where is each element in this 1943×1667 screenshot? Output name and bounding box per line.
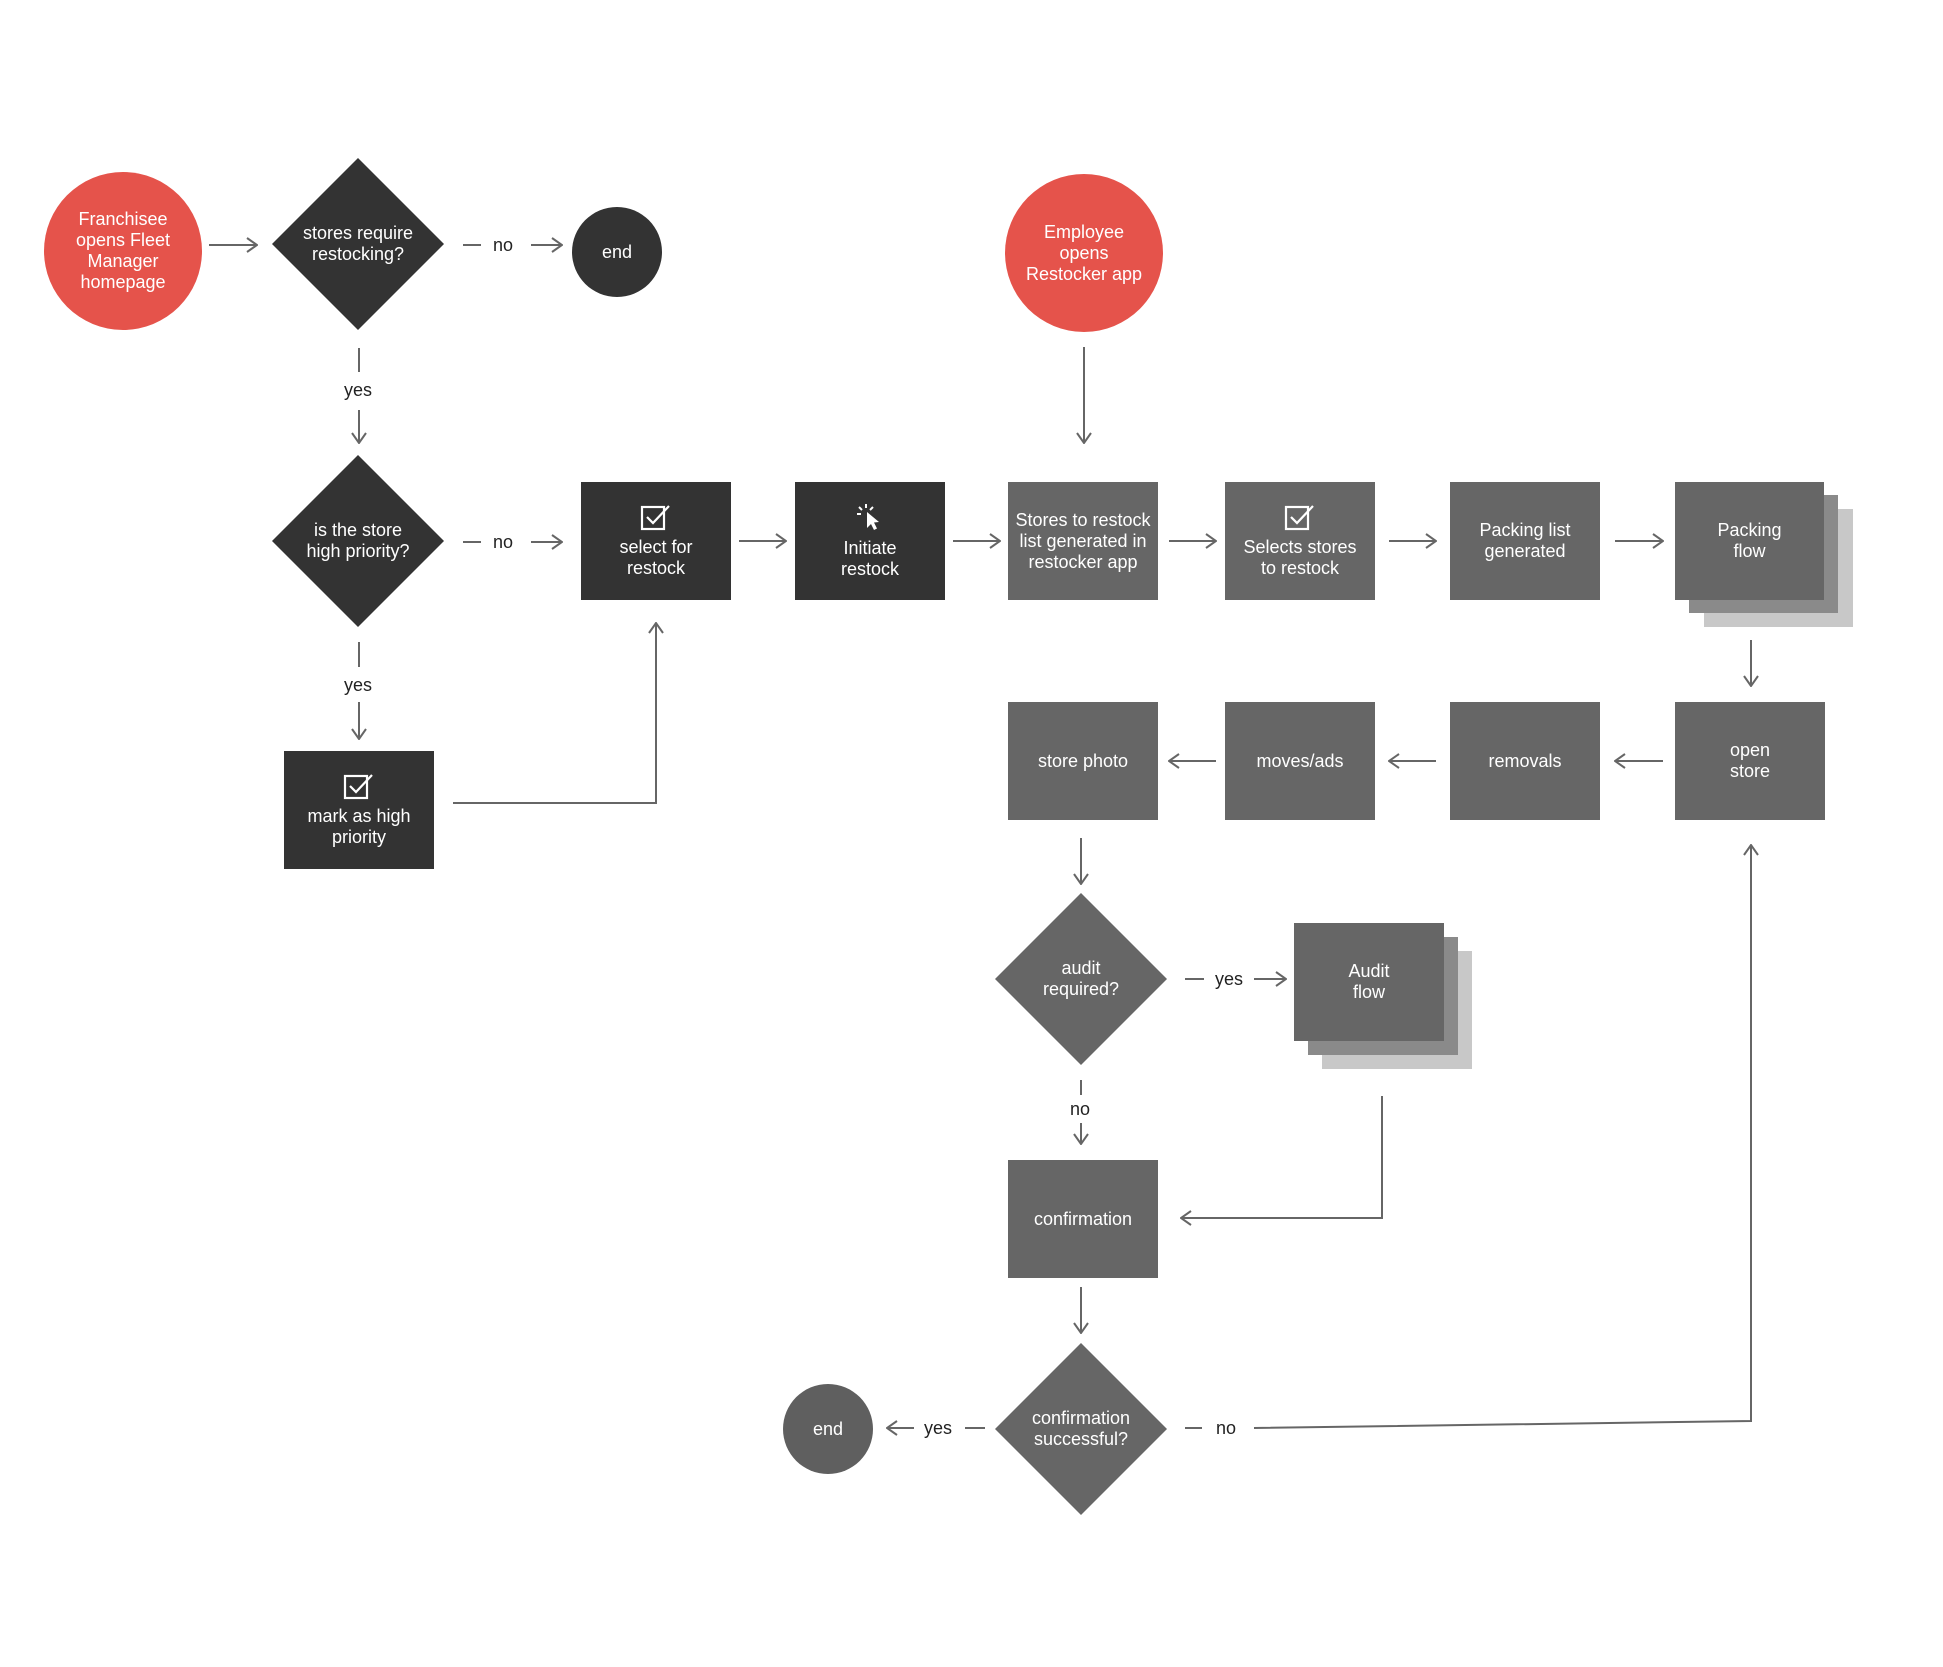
confirmation-label: confirmation [1033,1208,1133,1229]
selects-stores-node: Selects stores to restock [1225,482,1375,600]
end-bottom-node: end [783,1384,873,1474]
open-store-node: open store [1675,702,1825,820]
stores-list-label: Stores to restock list generated in rest… [1015,509,1151,572]
edge-label-confirmation-yes: yes [920,1418,957,1438]
start-employee-node: Employee opens Restocker app [1005,174,1163,332]
select-restock-label: select for restock [619,537,693,578]
packing-list-label: Packing list generated [1479,520,1571,561]
edge-label-audit-no: no [1066,1099,1095,1119]
confirmation-node: confirmation [1008,1160,1158,1278]
edge-label-audit-yes: yes [1211,969,1248,989]
store-photo-label: store photo [1037,750,1129,771]
decision-confirmation-label: confirmation successful? [1031,1408,1131,1449]
decision-confirmation: confirmation successful? [995,1343,1167,1515]
packing-flow-label: Packing flow [1717,520,1782,561]
decision-priority: is the store high priority? [272,455,444,627]
edge-audit-flow-to-confirmation [1181,1096,1383,1218]
end-bottom-label: end [812,1418,844,1439]
packing-list-node: Packing list generated [1450,482,1600,600]
open-store-label: open store [1729,740,1771,781]
packing-flow-node: Packing flow [1675,482,1824,600]
start-franchisee-label: Franchisee opens Fleet Manager homepage [75,209,171,292]
decision-restocking-shape [272,158,444,330]
edge-label-confirmation-no: no [1212,1418,1241,1438]
start-franchisee-node: Franchisee opens Fleet Manager homepage [44,172,202,330]
cursor-click-icon [857,504,879,530]
decision-confirmation-shape [995,1343,1167,1515]
edge-label-restocking-no: no [489,235,518,255]
decision-restocking-label: stores require restocking? [302,223,414,264]
decision-priority-label: is the store high priority? [306,520,410,561]
checkbox-icon [640,505,670,531]
removals-label: removals [1488,750,1562,771]
edge-label-priority-yes: yes [340,675,377,695]
checkbox-icon [343,774,373,800]
audit-flow-node: Audit flow [1294,923,1444,1041]
edge-mark-to-select [453,623,656,804]
edge-label-priority-no: no [489,532,518,552]
start-employee-label: Employee opens Restocker app [1025,221,1143,284]
moves-ads-label: moves/ads [1256,750,1344,771]
removals-node: removals [1450,702,1600,820]
decision-audit-shape [995,893,1167,1065]
select-restock-node: select for restock [581,482,731,600]
edge-label-restocking-yes: yes [340,380,377,400]
audit-flow-label: Audit flow [1348,961,1390,1002]
stores-list-node: Stores to restock list generated in rest… [1008,482,1158,600]
mark-high-priority-label: mark as high priority [307,806,411,847]
checkbox-icon [1284,505,1314,531]
decision-audit: audit required? [995,893,1167,1065]
end-top-node: end [572,207,662,297]
decision-priority-shape [272,455,444,627]
decision-audit-label: audit required? [1042,958,1120,999]
decision-restocking: stores require restocking? [272,158,444,330]
edge-confirm-no-to-open-store [1253,845,1751,1429]
end-top-label: end [601,241,633,262]
moves-ads-node: moves/ads [1225,702,1375,820]
store-photo-node: store photo [1008,702,1158,820]
initiate-restock-node: Initiate restock [795,482,945,600]
initiate-restock-label: Initiate restock [840,538,900,579]
mark-high-priority-node: mark as high priority [284,751,434,869]
selects-stores-label: Selects stores to restock [1243,537,1357,578]
